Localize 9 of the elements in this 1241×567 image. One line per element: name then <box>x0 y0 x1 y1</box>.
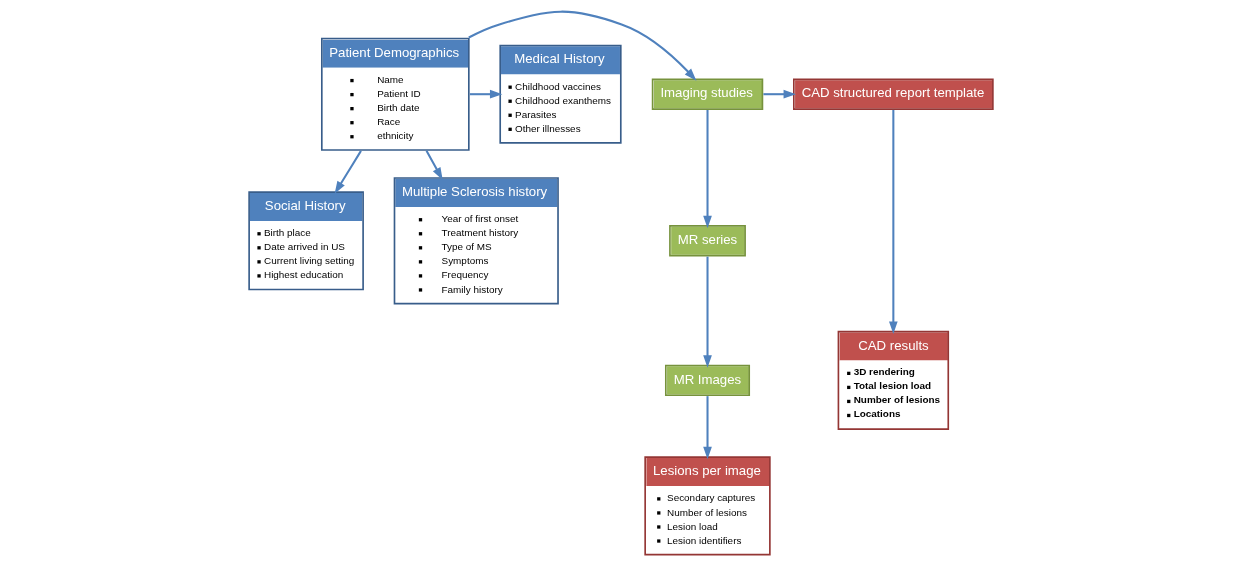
arrow <box>702 396 712 460</box>
arrow <box>467 10 696 81</box>
arrow <box>425 150 443 180</box>
arrow <box>469 89 502 99</box>
arrow <box>334 150 362 194</box>
arrow <box>762 89 796 99</box>
arrow <box>702 256 712 368</box>
arrow <box>888 109 898 334</box>
arrow <box>702 110 712 229</box>
